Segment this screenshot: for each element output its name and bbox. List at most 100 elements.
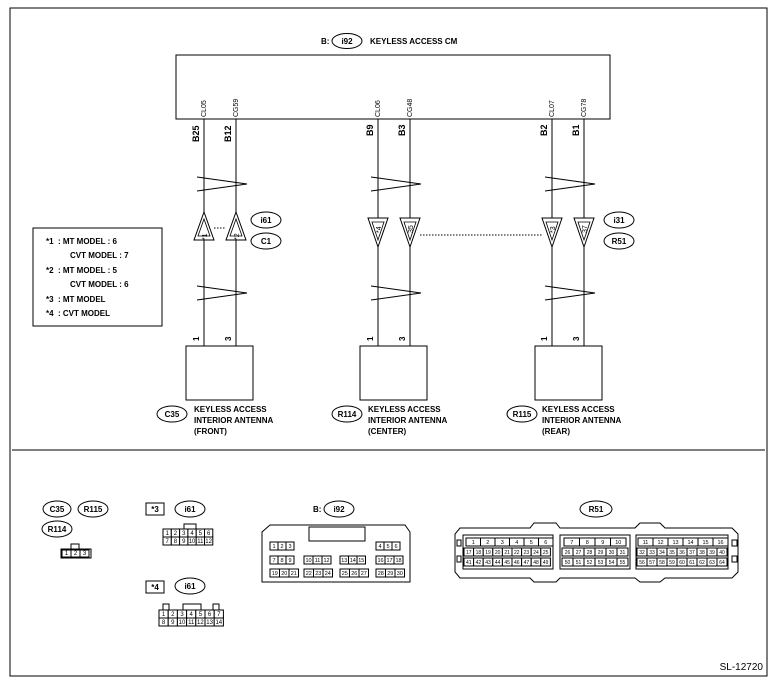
pin-number: 14 <box>350 558 356 564</box>
pin-number: 2 <box>74 551 78 557</box>
pin-label: B2 <box>539 124 549 136</box>
twist-mark <box>544 285 596 301</box>
legend-box <box>32 227 163 327</box>
pin-number: 1 <box>272 544 275 550</box>
twist-mark <box>370 285 422 301</box>
pin-number: 12 <box>197 620 204 626</box>
pin-number: 8 <box>280 558 283 564</box>
legend-mark: *3 <box>46 295 54 304</box>
pin-number: 53 <box>598 560 604 566</box>
antenna-rear-label: R115 KEYLESS ACCESS INTERIOR ANTENNA (RE… <box>506 405 621 436</box>
legend-mark: *2 <box>46 266 54 275</box>
pin-number: 44 <box>495 560 501 566</box>
pin-number: 17 <box>466 550 472 556</box>
cm-box <box>175 54 611 120</box>
pin-number: 3 <box>180 612 184 618</box>
pin-cell <box>322 568 333 578</box>
pin-number: 35 <box>669 550 675 556</box>
pin-number: 26 <box>565 550 571 556</box>
pin-number: 5 <box>386 544 389 550</box>
pin-number: 25 <box>342 571 348 577</box>
pin-number: 5 <box>530 540 533 546</box>
wire-code: CG48 <box>407 99 414 117</box>
terminal-number: *4 <box>376 226 383 233</box>
pin-number: 27 <box>361 571 367 577</box>
svg-text:KEYLESS ACCESS: KEYLESS ACCESS <box>368 405 441 414</box>
pin-number: 6 <box>394 544 397 550</box>
cm-prefix: B: <box>321 37 329 46</box>
svg-text:KEYLESS ACCESS: KEYLESS ACCESS <box>542 405 615 414</box>
pin-cell <box>393 555 404 565</box>
antenna-center-box <box>359 345 428 401</box>
pin-number: 63 <box>709 560 715 566</box>
legend-text: : MT MODEL : 5 <box>58 266 118 275</box>
pin-number: 26 <box>351 571 357 577</box>
pin-number: 11 <box>197 539 204 545</box>
wire-code: CL05 <box>201 100 208 117</box>
svg-text:*3: *3 <box>151 505 159 514</box>
legend-text: CVT MODEL : 7 <box>70 251 129 260</box>
pin-cell <box>358 568 369 578</box>
pin-number: 43 <box>485 560 491 566</box>
cm-connector-label: i92 <box>341 37 353 46</box>
pin-cell <box>610 537 627 547</box>
pin-number: 58 <box>659 560 665 566</box>
twist-mark <box>370 176 422 192</box>
pin-number: 10 <box>189 539 196 545</box>
pin-number: 4 <box>190 531 194 537</box>
pin-number: 54 <box>609 560 615 566</box>
pin-number: 20 <box>495 550 501 556</box>
pin-number: 15 <box>358 558 364 564</box>
connector-label: R51 <box>612 237 627 246</box>
pin-number: 56 <box>639 560 645 566</box>
pin-number: 22 <box>306 571 312 577</box>
pin-number: 2 <box>171 612 175 618</box>
twist-mark <box>544 176 596 192</box>
terminal-number: 37 <box>582 225 589 233</box>
svg-text:INTERIOR ANTENNA: INTERIOR ANTENNA <box>368 416 447 425</box>
pin-label: B12 <box>223 125 233 142</box>
twist-mark <box>196 176 248 192</box>
frame <box>9 7 768 677</box>
pin-number: 29 <box>598 550 604 556</box>
svg-text:i61: i61 <box>184 505 196 514</box>
wire-code: CL06 <box>375 100 382 117</box>
pin-cell <box>540 557 551 567</box>
svg-text:*4: *4 <box>151 583 159 592</box>
pin-number: 55 <box>620 560 626 566</box>
pin-cell <box>616 557 629 567</box>
legend-mark: *4 <box>46 309 54 318</box>
svg-text:B:: B: <box>313 505 321 514</box>
pin-label: B1 <box>571 124 581 136</box>
pin-number: 1 <box>472 540 475 546</box>
svg-text:C35: C35 <box>50 505 65 514</box>
pin-number: 14 <box>215 620 222 626</box>
pin-number: 13 <box>672 540 678 546</box>
svg-text:3: 3 <box>224 336 233 341</box>
pin-number: 29 <box>387 571 393 577</box>
pin-number: 41 <box>466 560 472 566</box>
svg-text:R51: R51 <box>589 505 604 514</box>
svg-text:(REAR): (REAR) <box>542 427 570 436</box>
pin-number: 49 <box>543 560 549 566</box>
pin-number: 5 <box>199 612 203 618</box>
pin-number: 34 <box>659 550 665 556</box>
pin-number: 61 <box>689 560 695 566</box>
pin-number: 6 <box>207 531 211 537</box>
pin-number: 37 <box>689 550 695 556</box>
svg-text:(CENTER): (CENTER) <box>368 427 407 436</box>
svg-text:3: 3 <box>572 336 581 341</box>
terminal-number: *1 <box>202 233 209 240</box>
pin-number: 23 <box>524 550 530 556</box>
pin-number: 2 <box>486 540 489 546</box>
pin-number: 24 <box>325 571 331 577</box>
pin-number: 36 <box>679 550 685 556</box>
pin-number: 20 <box>281 571 287 577</box>
pin-number: 60 <box>679 560 685 566</box>
pin-number: 9 <box>601 540 604 546</box>
pin-cell <box>616 547 629 557</box>
